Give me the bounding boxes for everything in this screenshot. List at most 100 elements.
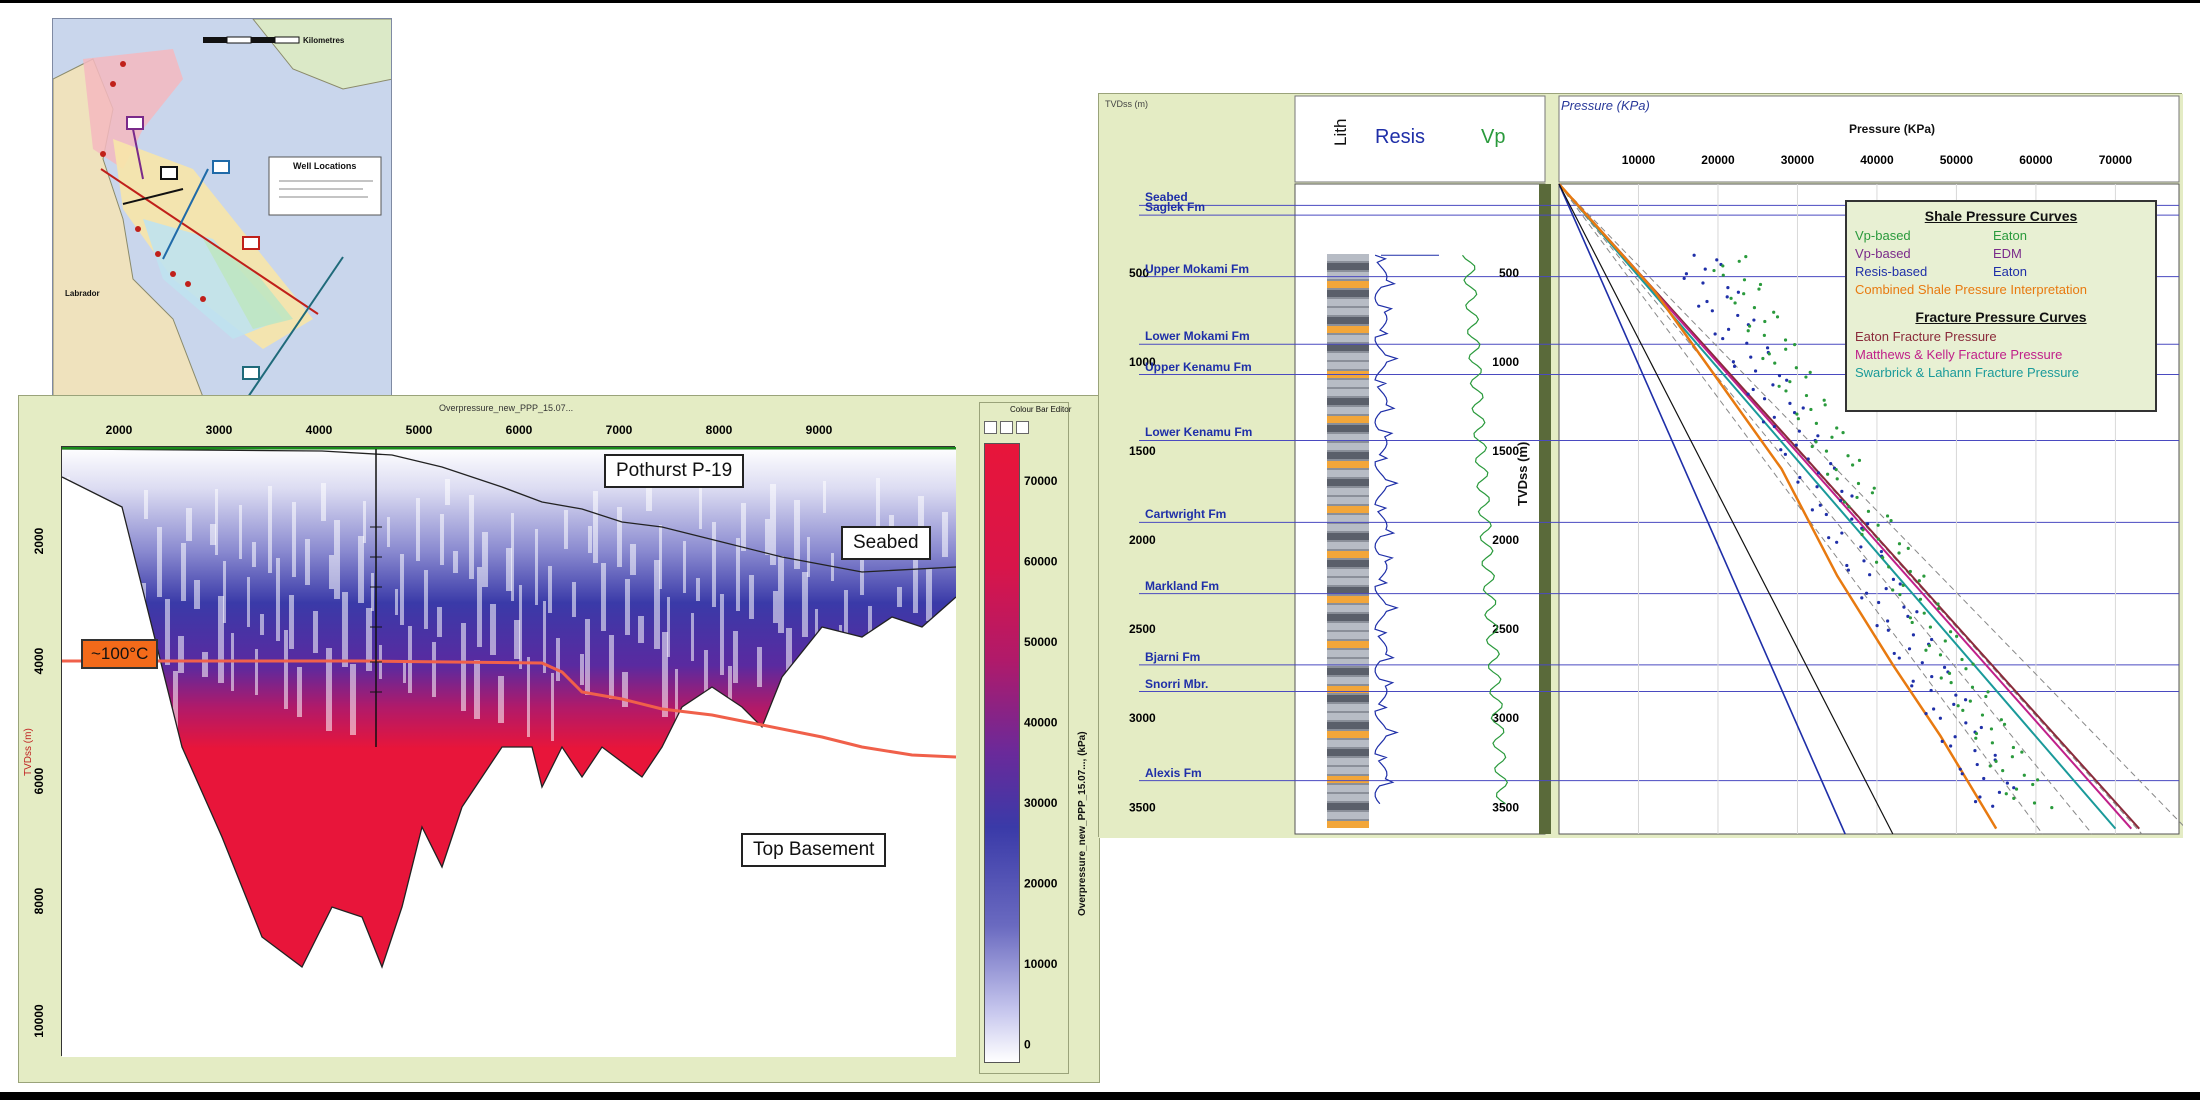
resis-pressure-point: [1697, 304, 1701, 308]
texture-streak: [625, 579, 630, 635]
vp-pressure-point: [1986, 690, 1990, 694]
formation-label: Markland Fm: [1145, 578, 1220, 593]
pressure-series-line: [1558, 183, 1998, 830]
vp-pressure-point: [1928, 625, 1932, 629]
resis-pressure-point: [1973, 799, 1978, 804]
hydrostatic-guide: [1558, 183, 2093, 835]
resis-pressure-point: [1753, 369, 1758, 373]
texture-streak: [469, 495, 474, 579]
resis-pressure-point: [2012, 786, 2016, 790]
resis-pressure-point: [1762, 397, 1767, 401]
vp-pressure-point: [1775, 315, 1780, 319]
texture-streak: [218, 596, 224, 683]
texture-streak: [519, 585, 522, 669]
colorbar-tool-2[interactable]: [1000, 421, 1013, 434]
section-x-tick: 5000: [406, 423, 433, 437]
track-header-tvdss: TVDss (m): [1105, 99, 1148, 109]
texture-streak: [416, 498, 420, 561]
lith-band: [1327, 740, 1369, 747]
resis-pressure-point: [1797, 429, 1801, 433]
vp-pressure-point: [1999, 718, 2003, 722]
lith-band: [1327, 614, 1369, 621]
track-divider-dark: [1539, 184, 1551, 834]
track-header-vp: Vp: [1481, 126, 1506, 148]
section-heatmap: [61, 446, 957, 1057]
vp-pressure-point: [1733, 301, 1737, 305]
section-y-tick: 2000: [32, 527, 46, 554]
colorbar-tool-3[interactable]: [1016, 421, 1029, 434]
resis-curve: [1374, 254, 1399, 805]
texture-streak: [366, 608, 372, 671]
lith-band: [1327, 407, 1369, 414]
vp-pressure-point: [1870, 491, 1875, 495]
resis-pressure-point: [1932, 707, 1936, 711]
texture-streak: [897, 587, 902, 607]
texture-streak: [860, 534, 864, 595]
lith-band: [1327, 821, 1369, 828]
section-y-tick: 10000: [32, 1004, 46, 1038]
texture-streak: [506, 548, 512, 591]
vp-pressure-point: [1758, 282, 1763, 287]
texture-streak: [461, 623, 466, 711]
track-header-resis: Resis: [1375, 126, 1426, 148]
pressure-axis-label: Pressure (KPa): [1849, 122, 1936, 136]
lith-band: [1327, 749, 1369, 756]
texture-streak: [247, 577, 250, 627]
lith-band: [1327, 722, 1369, 729]
vp-pressure-point: [1971, 662, 1975, 666]
resis-pressure-point: [1777, 374, 1782, 378]
vp-pressure-point: [1762, 333, 1766, 337]
resis-pressure-point: [1930, 674, 1934, 679]
texture-streak: [453, 551, 458, 573]
lith-band: [1327, 596, 1369, 603]
depth-tick-left: 3500: [1129, 800, 1156, 814]
vp-pressure-point: [1866, 509, 1871, 513]
section-plot: [61, 446, 957, 1057]
vp-pressure-point: [1767, 352, 1771, 356]
formation-label: Saglek Fm: [1145, 200, 1206, 215]
texture-streak: [712, 522, 716, 607]
resis-pressure-point: [1978, 795, 1982, 799]
lith-band: [1327, 587, 1369, 594]
vp-pressure-point: [1830, 435, 1834, 439]
section-y-tick: 6000: [32, 767, 46, 794]
lith-band: [1327, 317, 1369, 324]
resis-pressure-point: [1705, 299, 1709, 304]
resis-pressure-point: [1938, 716, 1942, 720]
callout-temperature: ~100°C: [81, 639, 159, 669]
vp-pressure-point: [1824, 449, 1829, 453]
texture-streak: [588, 526, 592, 553]
pressure-x-tick: 60000: [2019, 153, 2053, 167]
depth-tick-left: 2000: [1129, 533, 1156, 547]
texture-streak: [585, 619, 590, 695]
vp-pressure-point: [1784, 389, 1788, 393]
texture-streak: [807, 537, 810, 577]
resis-pressure-point: [1745, 341, 1749, 345]
bottom-border: [0, 1092, 2200, 1100]
vp-pressure-point: [1876, 537, 1880, 541]
texture-streak: [215, 489, 218, 555]
resis-pressure-point: [1958, 767, 1962, 771]
resis-pressure-point: [1726, 286, 1730, 290]
texture-streak: [334, 520, 340, 599]
vp-pressure-point: [1841, 431, 1845, 435]
colorbar-tool-1[interactable]: [984, 421, 997, 434]
texture-streak: [601, 563, 606, 631]
depth-tick-right: 3500: [1492, 800, 1519, 814]
lith-band: [1327, 542, 1369, 549]
texture-streak: [260, 614, 264, 635]
texture-streak: [223, 561, 226, 623]
vp-pressure-point: [1898, 593, 1902, 597]
resis-pressure-point: [1779, 448, 1783, 452]
lith-band: [1327, 632, 1369, 639]
texture-streak: [543, 601, 546, 673]
resis-pressure-point: [1810, 508, 1814, 512]
texture-streak: [749, 575, 754, 619]
section-below-basement: [62, 477, 956, 1057]
resis-pressure-point: [1816, 471, 1821, 475]
resis-pressure-point: [1911, 633, 1916, 637]
texture-streak: [667, 597, 670, 657]
resis-pressure-point: [1877, 600, 1881, 605]
